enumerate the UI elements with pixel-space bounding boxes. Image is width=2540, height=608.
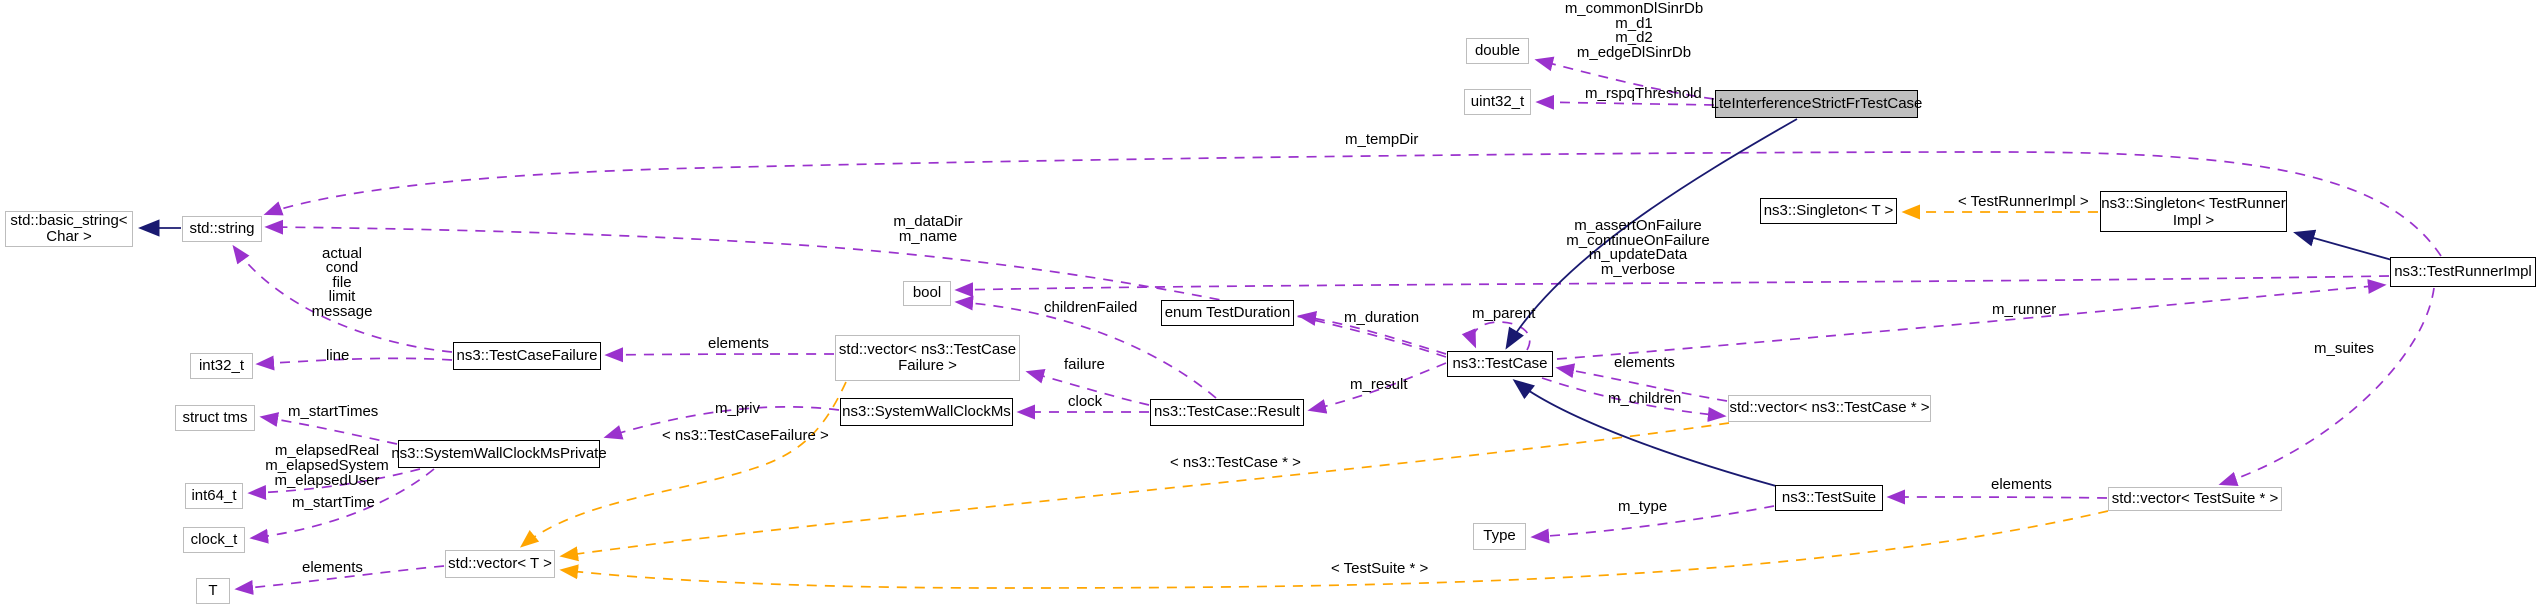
edge-label-rspq-threshold: m_rspqThreshold (1585, 85, 1702, 102)
edge-elements-t (234, 565, 445, 595)
node-bool[interactable]: bool (903, 281, 951, 306)
node-ns3-test-case-result[interactable]: ns3::TestCase::Result (1150, 399, 1304, 426)
edge-label-clock: clock (1068, 393, 1103, 410)
node-std-vector-test-suite-ptr[interactable]: std::vector< TestSuite * > (2108, 487, 2282, 511)
edge-label-runner-bools: m_assertOnFailure m_continueOnFailure m_… (1566, 217, 1710, 278)
edge-msuites (2218, 287, 2435, 487)
edge-label-elements-ts: elements (1991, 476, 2052, 493)
node-ns3-test-case-failure[interactable]: ns3::TestCaseFailure (453, 342, 601, 370)
edge-label-lte-doubles: m_commonDlSinrDb m_d1 m_d2 m_edgeDlSinrD… (1564, 0, 1704, 62)
edge-label-datadir-name: m_dataDir m_name (893, 213, 963, 245)
edge-mparent-selfloop (1461, 321, 1531, 351)
edge-tcf-strings (232, 244, 453, 353)
edge-label-temp-dir: m_tempDir (1345, 131, 1419, 148)
node-ns3-singleton-test-runner-impl[interactable]: ns3::Singleton< TestRunner Impl > (2100, 191, 2287, 232)
edge-label-m-start-times: m_startTimes (288, 403, 379, 420)
node-double[interactable]: double (1466, 38, 1529, 64)
node-uint32-t[interactable]: uint32_t (1464, 89, 1531, 115)
node-ns3-system-wall-clock-ms[interactable]: ns3::SystemWallClockMs (840, 398, 1013, 426)
edge-label-m-start-time: m_startTime (292, 494, 375, 511)
node-std-vector-test-case-failure[interactable]: std::vector< ns3::TestCase Failure > (835, 335, 1020, 381)
edge-label-elapsed: m_elapsedReal m_elapsedSystem m_elapsedU… (265, 442, 389, 489)
edge-label-m-type: m_type (1618, 498, 1668, 515)
edge-label-template-test-runner-impl: < TestRunnerImpl > (1958, 193, 2089, 210)
edge-label-elements-t: elements (302, 559, 363, 576)
edge-label-m-duration: m_duration (1344, 309, 1420, 326)
edge-tmpl-vectc (559, 422, 1730, 562)
edge-tmpl-vectcf (519, 381, 847, 548)
edge-mrunner (1556, 279, 2387, 360)
edge-label-tcf-strings: actual cond file limit message (311, 245, 373, 320)
edge-label-m-suites: m_suites (2314, 340, 2375, 357)
edge-lte-double (1534, 56, 1715, 100)
edge-mstarttimes (259, 412, 398, 445)
node-int32-t[interactable]: int32_t (190, 353, 253, 379)
edge-lte-uint32 (1535, 94, 1715, 110)
edge-label-template-test-suite-ptr: < TestSuite * > (1331, 560, 1429, 577)
edge-label-m-runner: m_runner (1992, 301, 2057, 318)
edge-label-line: line (326, 347, 350, 364)
node-ns3-singleton-t[interactable]: ns3::Singleton< T > (1760, 198, 1897, 224)
edge-label-m-result: m_result (1350, 376, 1408, 393)
edge-mresult (1307, 362, 1447, 414)
node-std-vector-t[interactable]: std::vector< T > (445, 550, 555, 578)
node-ns3-test-case[interactable]: ns3::TestCase (1447, 351, 1553, 377)
edge-elements-ts (1886, 489, 2108, 505)
edge-mchildren (1541, 377, 1727, 422)
edge-tmpl-vects (559, 510, 2109, 589)
edge-label-failure: failure (1064, 356, 1105, 373)
edge-melapsed (247, 468, 421, 500)
node-ns3-system-wall-clock-ms-private[interactable]: ns3::SystemWallClockMsPrivate (391, 440, 607, 468)
edge-inherit-tri-singleton (2293, 229, 2393, 261)
node-ns3-test-suite[interactable]: ns3::TestSuite (1775, 485, 1883, 511)
edge-label-m-children: m_children (1608, 390, 1682, 407)
node-t[interactable]: T (196, 578, 230, 604)
edge-mpriv (603, 406, 840, 440)
edge-label-m-parent: m_parent (1472, 305, 1536, 322)
edge-elements-tcf (604, 347, 835, 363)
edge-elements-tc (1555, 363, 1728, 402)
node-type[interactable]: Type (1473, 523, 1526, 550)
edge-failure (1025, 369, 1150, 406)
edge-label-m-priv: m_priv (715, 400, 761, 417)
node-enum-test-duration[interactable]: enum TestDuration (1161, 300, 1294, 326)
node-lte-interference-strict-fr-test-case[interactable]: LteInterferenceStrictFrTestCase (1711, 90, 1922, 118)
node-std-basic-string[interactable]: std::basic_string< Char > (5, 211, 133, 247)
edge-mstarttime (249, 468, 435, 544)
node-std-vector-test-case-ptr[interactable]: std::vector< ns3::TestCase * > (1728, 395, 1931, 422)
edge-tcf-line (255, 355, 453, 371)
edge-inherit-testsuite-testcase (1512, 379, 1777, 487)
node-ns3-test-runner-impl[interactable]: ns3::TestRunnerImpl (2390, 257, 2536, 287)
edge-mduration (1297, 311, 1447, 355)
edge-inherit-lte-testcase (1505, 118, 1798, 350)
node-int64-t[interactable]: int64_t (185, 483, 243, 509)
edge-label-elements-tcf: elements (708, 335, 769, 352)
edge-label-template-tcf: < ns3::TestCaseFailure > (662, 427, 829, 444)
edge-tempdir (263, 151, 2442, 257)
node-struct-tms[interactable]: struct tms (175, 405, 255, 431)
node-clock-t[interactable]: clock_t (183, 527, 245, 553)
edge-label-elements-tc: elements (1614, 354, 1675, 371)
edge-label-children-failed: childrenFailed (1044, 299, 1138, 316)
node-std-string[interactable]: std::string (182, 216, 262, 242)
edge-runner-bools (954, 275, 2390, 298)
edge-label-template-test-case-ptr: < ns3::TestCase * > (1170, 454, 1301, 471)
